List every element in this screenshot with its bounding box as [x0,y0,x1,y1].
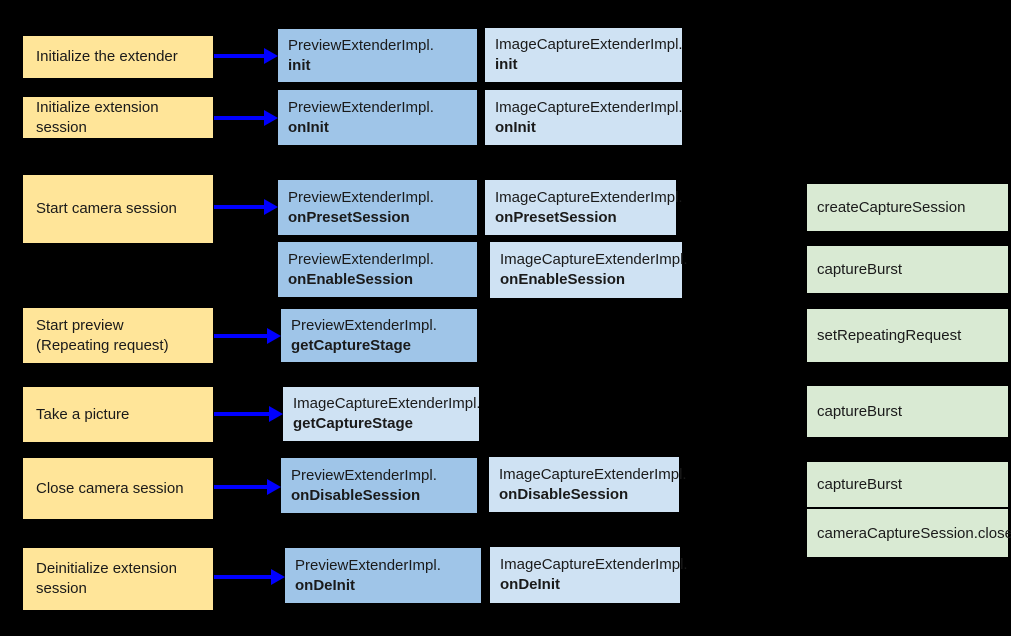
method-name: onDisableSession [499,485,629,503]
preview-extender-ondisablesession-box: PreviewExtenderImpl. onDisableSession [281,458,477,513]
step-label: Deinitialize extension session [36,560,177,597]
call-label: captureBurst [817,261,903,278]
call-label: captureBurst [817,403,903,420]
preview-extender-onenablesession-box: PreviewExtenderImpl. onEnableSession [278,242,477,297]
camera2-call-captureburst-box: captureBurst [807,386,1008,437]
class-name: PreviewExtenderImpl. [288,250,434,268]
class-name: ImageCaptureExtenderImpl. [293,395,481,412]
camera2-call-cameracapturesession-close-box: cameraCaptureSession.close [807,509,1011,557]
class-name: PreviewExtenderImpl. [295,556,441,574]
class-name: ImageCaptureExtenderImpl. [495,188,683,206]
arrow-head-icon [264,199,278,215]
arrow-head-icon [267,479,281,495]
step-box-deinitialize-extension-session: Deinitialize extension session [23,548,213,610]
method-name: onInit [288,118,329,136]
class-name: PreviewExtenderImpl. [291,316,437,334]
class-name: ImageCaptureExtenderImpl. [495,98,683,116]
method-name: getCaptureStage [291,336,412,354]
step-box-initialize-extension-session: Initialize extension session [23,97,213,138]
preview-extender-onpresetsession-box: PreviewExtenderImpl. onPresetSession [278,180,477,235]
class-name: ImageCaptureExtenderImpl. [500,556,688,573]
method-name: getCaptureStage [293,415,414,432]
image-capture-extender-onenablesession-box: ImageCaptureExtenderImpl. onEnableSessio… [490,242,688,298]
step-label: Take a picture [36,405,130,423]
class-name: ImageCaptureExtenderImpl. [495,36,683,53]
step-label: Start camera session [36,200,177,217]
step-box-take-a-picture: Take a picture [23,387,213,442]
arrow-shaft [214,116,264,120]
class-name: PreviewExtenderImpl. [288,36,434,54]
arrow-shaft [214,205,264,209]
class-name: PreviewExtenderImpl. [291,466,437,484]
image-capture-extender-onpresetsession-box: ImageCaptureExtenderImpl. onPresetSessio… [485,180,683,235]
arrow-shaft [214,334,267,338]
arrow-shaft [214,575,271,579]
method-name: onDeInit [500,576,560,593]
method-name: onDeInit [295,576,355,594]
method-name: onEnableSession [500,271,626,288]
method-name: onPresetSession [288,208,410,226]
image-capture-extender-ondeinit-box: ImageCaptureExtenderImpl. onDeInit [490,547,688,603]
arrow-head-icon [271,569,285,585]
arrow-head-icon [267,328,281,344]
method-name: onPresetSession [495,208,617,226]
arrow-shaft [214,54,264,58]
camera2-call-captureburst-box: captureBurst [807,462,1008,507]
step-box-close-camera-session: Close camera session [23,458,213,519]
arrow-head-icon [264,48,278,64]
method-name: onInit [495,118,536,136]
class-name: ImageCaptureExtenderImpl. [500,251,688,268]
class-name: PreviewExtenderImpl. [288,188,434,206]
step-label: Start preview (Repeating request) [36,316,169,354]
step-label: Close camera session [36,479,184,497]
method-name: init [288,56,311,74]
class-name: PreviewExtenderImpl. [288,98,434,116]
image-capture-extender-ondisablesession-box: ImageCaptureExtenderImpl. onDisableSessi… [489,457,687,512]
method-name: onEnableSession [288,270,414,288]
method-name: init [495,56,518,73]
step-label: Initialize the extender [36,48,178,65]
image-capture-extender-init-box: ImageCaptureExtenderImpl. init [485,28,683,82]
class-name: ImageCaptureExtenderImpl. [499,465,687,483]
step-box-start-camera-session: Start camera session [23,175,213,243]
arrow-head-icon [264,110,278,126]
camera2-call-setrepeatingrequest-box: setRepeatingRequest [807,309,1008,362]
preview-extender-getcapturestage-box: PreviewExtenderImpl. getCaptureStage [281,309,477,362]
step-box-start-preview: Start preview (Repeating request) [23,308,213,363]
image-capture-extender-oninit-box: ImageCaptureExtenderImpl. onInit [485,90,683,145]
call-label: captureBurst [817,476,903,493]
arrow-shaft [214,485,267,489]
call-label: cameraCaptureSession.close [817,524,1011,542]
call-label: setRepeatingRequest [817,327,962,344]
step-box-initialize-the-extender: Initialize the extender [23,36,213,78]
camera2-call-captureburst-box: captureBurst [807,246,1008,293]
call-label: createCaptureSession [817,199,966,216]
image-capture-extender-getcapturestage-box: ImageCaptureExtenderImpl. getCaptureStag… [283,387,481,441]
preview-extender-init-box: PreviewExtenderImpl. init [278,29,477,82]
camera2-call-createcapturesession-box: createCaptureSession [807,184,1008,231]
step-label: Initialize extension session [36,98,159,136]
preview-extender-oninit-box: PreviewExtenderImpl. onInit [278,90,477,145]
arrow-head-icon [269,406,283,422]
arrow-shaft [214,412,269,416]
preview-extender-ondeinit-box: PreviewExtenderImpl. onDeInit [285,548,481,603]
method-name: onDisableSession [291,486,421,504]
